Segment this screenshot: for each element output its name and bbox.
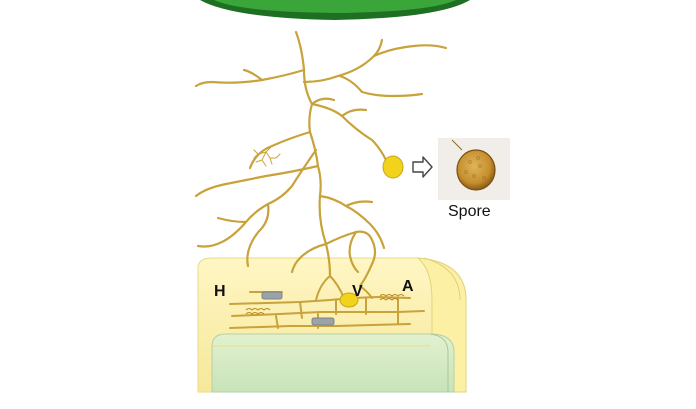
vesicle <box>339 292 359 308</box>
spore-micrograph <box>438 138 510 200</box>
small-arbuscule <box>253 145 281 167</box>
arbuscule-cluster <box>245 294 405 315</box>
extraradical-hyphae <box>194 30 448 288</box>
label-spore: Spore <box>448 203 491 220</box>
cell-nuclei <box>261 291 335 326</box>
label-hyphae: H <box>214 283 226 300</box>
label-vesicle: V <box>352 283 363 300</box>
intraradical-hyphae <box>229 275 425 329</box>
hollow-right-arrow-icon <box>412 156 433 178</box>
label-arbuscule: A <box>402 278 414 295</box>
external-spore <box>382 155 404 179</box>
top-banner <box>200 0 470 20</box>
